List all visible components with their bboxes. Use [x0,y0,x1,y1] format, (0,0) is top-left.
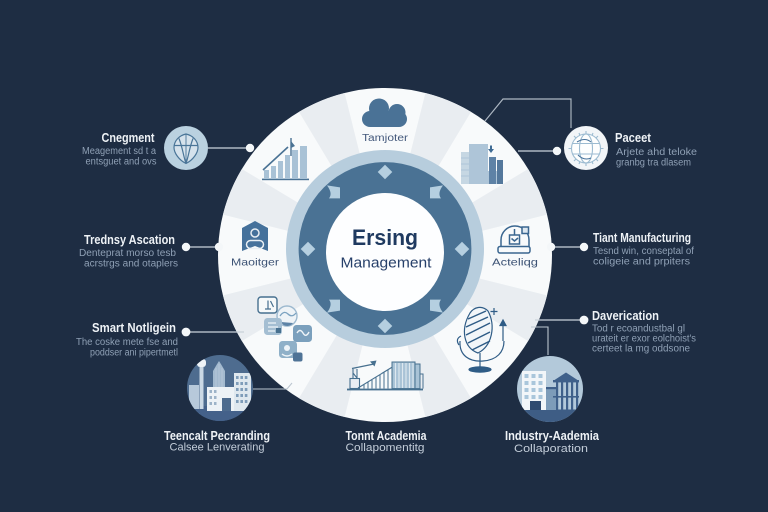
svg-text:Smart Notligein: Smart Notligein [92,321,176,335]
svg-text:Teencalt Pecranding: Teencalt Pecranding [164,428,270,443]
svg-text:Meagement sd t a: Meagement sd t a [82,146,156,157]
svg-text:poddser ani pipertmetl: poddser ani pipertmetl [90,348,178,359]
svg-text:Industry-Aademia: Industry-Aademia [505,428,600,443]
svg-text:Tiant Manufacturing: Tiant Manufacturing [593,231,691,245]
svg-text:Management: Management [341,255,433,272]
svg-text:acrstrgs and otaplers: acrstrgs and otaplers [84,259,178,270]
svg-text:urateit er exor eolchoist's: urateit er exor eolchoist's [592,334,696,345]
svg-text:granbg tra dlasem: granbg tra dlasem [616,158,691,169]
svg-text:The coske mete fse and: The coske mete fse and [76,337,178,348]
svg-text:Calsee Lenverating: Calsee Lenverating [170,442,265,454]
svg-text:coligeie and prpiters: coligeie and prpiters [593,257,690,268]
svg-text:Ersing: Ersing [352,225,418,250]
svg-text:Paceet: Paceet [615,131,652,145]
svg-text:Collapomentitg: Collapomentitg [346,442,425,454]
svg-text:Tod r ecoandustbal gl: Tod r ecoandustbal gl [592,324,685,335]
svg-text:Cnegment: Cnegment [102,131,156,145]
svg-text:Tonnt Academia: Tonnt Academia [346,428,428,443]
svg-text:Tesnd win, conseptal of: Tesnd win, conseptal of [593,246,694,257]
svg-text:Maoitger: Maoitger [231,257,280,269]
svg-text:entsguet and ovs: entsguet and ovs [86,157,157,168]
svg-text:certeet la mg oddsone: certeet la mg oddsone [592,344,690,355]
svg-text:Collaporation: Collaporation [514,443,588,455]
svg-text:Acteliqg: Acteliqg [492,257,538,269]
svg-text:Denteprat morso tesb: Denteprat morso tesb [79,248,176,259]
svg-text:Tamjoter: Tamjoter [362,133,409,144]
svg-text:Arjete ahd teloke: Arjete ahd teloke [616,147,697,158]
svg-text:Trednsy Ascation: Trednsy Ascation [84,233,175,247]
svg-text:Daverication: Daverication [592,308,659,323]
